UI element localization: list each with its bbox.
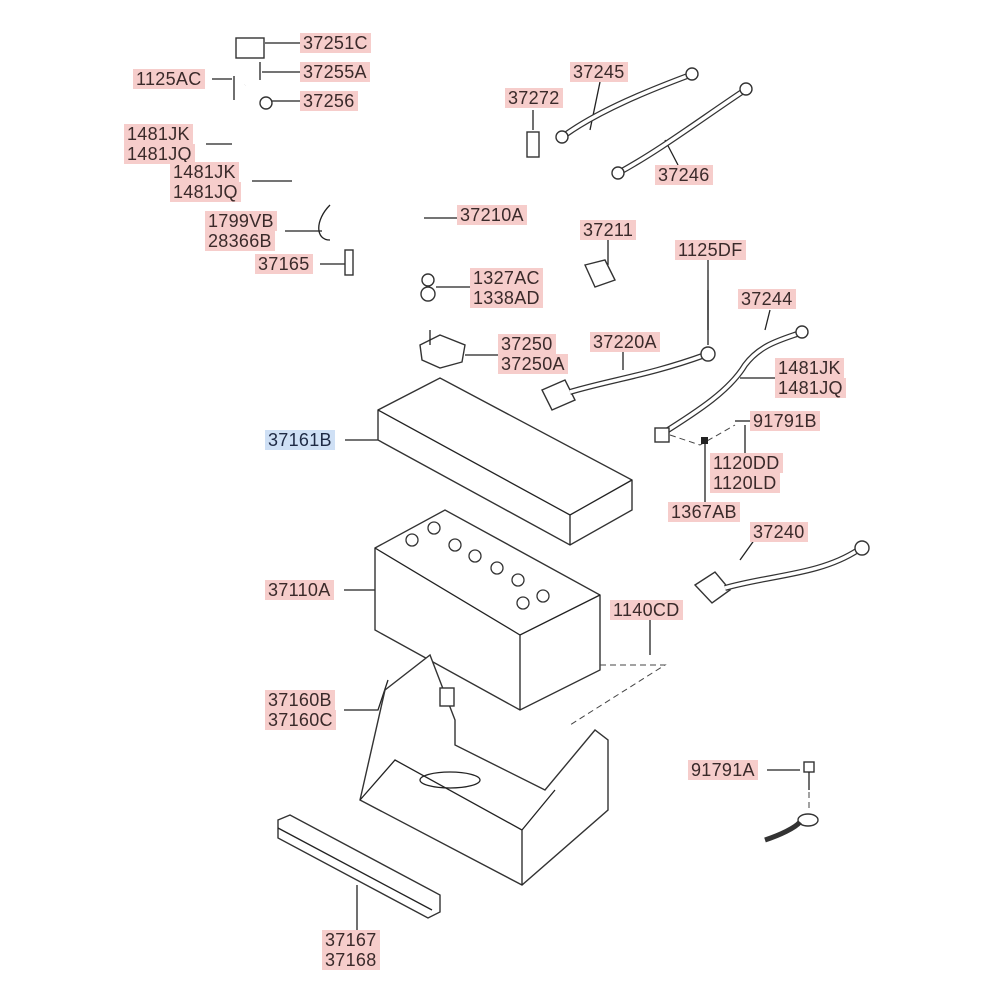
part-label-1481JK[interactable]: 1481JK bbox=[124, 124, 193, 144]
part-label-91791A[interactable]: 91791A bbox=[688, 760, 758, 780]
part-label-1799VB[interactable]: 1799VB bbox=[205, 211, 277, 231]
part-label-37220A[interactable]: 37220A bbox=[590, 332, 660, 352]
part-label-1327AC[interactable]: 1327AC bbox=[470, 268, 543, 288]
part-label-37245[interactable]: 37245 bbox=[570, 62, 628, 82]
part-label-37165[interactable]: 37165 bbox=[255, 254, 313, 274]
battery-cable-37210A bbox=[230, 37, 436, 302]
part-label-37250A[interactable]: 37250A bbox=[498, 354, 568, 374]
battery-cover-37161B bbox=[377, 377, 633, 546]
part-label-37210A[interactable]: 37210A bbox=[457, 205, 527, 225]
part-label-37211[interactable]: 37211 bbox=[580, 220, 637, 240]
part-label-37168[interactable]: 37168 bbox=[322, 950, 380, 970]
part-label-1481JQ[interactable]: 1481JQ bbox=[775, 378, 846, 398]
part-label-1481JQ[interactable]: 1481JQ bbox=[124, 144, 195, 164]
part-label-37160C[interactable]: 37160C bbox=[265, 710, 336, 730]
part-label-37244[interactable]: 37244 bbox=[738, 289, 796, 309]
part-label-1481JK[interactable]: 1481JK bbox=[775, 358, 844, 378]
cables-37245-37246 bbox=[526, 67, 753, 288]
part-label-28366B[interactable]: 28366B bbox=[205, 231, 275, 251]
part-label-1140CD[interactable]: 1140CD bbox=[610, 600, 683, 620]
rail-37167 bbox=[277, 814, 441, 919]
part-label-91791B[interactable]: 91791B bbox=[750, 411, 820, 431]
part-label-37246[interactable]: 37246 bbox=[655, 165, 713, 185]
battery-tray-37160B bbox=[359, 640, 667, 886]
part-label-37255A[interactable]: 37255A bbox=[300, 62, 370, 82]
part-label-37110A[interactable]: 37110A bbox=[265, 580, 334, 600]
part-label-37251C[interactable]: 37251C bbox=[300, 33, 371, 53]
part-label-37256[interactable]: 37256 bbox=[300, 91, 358, 111]
terminal-37250 bbox=[419, 330, 466, 369]
part-label-1367AB[interactable]: 1367AB bbox=[668, 502, 740, 522]
part-label-37167[interactable]: 37167 bbox=[322, 930, 380, 950]
part-label-37160B[interactable]: 37160B bbox=[265, 690, 335, 710]
cable-37240 bbox=[693, 540, 870, 604]
bolt-91791A bbox=[764, 761, 819, 843]
part-label-1125AC[interactable]: 1125AC bbox=[133, 69, 205, 89]
part-label-1338AD[interactable]: 1338AD bbox=[470, 288, 543, 308]
part-label-1481JK[interactable]: 1481JK bbox=[170, 162, 239, 182]
part-label-37240[interactable]: 37240 bbox=[750, 522, 808, 542]
cables-37220A-37244 bbox=[541, 290, 809, 446]
part-label-37161B-selected[interactable]: 37161B bbox=[265, 430, 335, 450]
part-label-37250[interactable]: 37250 bbox=[498, 334, 556, 354]
part-label-1120LD[interactable]: 1120LD bbox=[710, 473, 780, 493]
part-label-1481JQ[interactable]: 1481JQ bbox=[170, 182, 241, 202]
part-label-1125DF[interactable]: 1125DF bbox=[675, 240, 746, 260]
part-label-1120DD[interactable]: 1120DD bbox=[710, 453, 783, 473]
part-label-37272[interactable]: 37272 bbox=[505, 88, 563, 108]
